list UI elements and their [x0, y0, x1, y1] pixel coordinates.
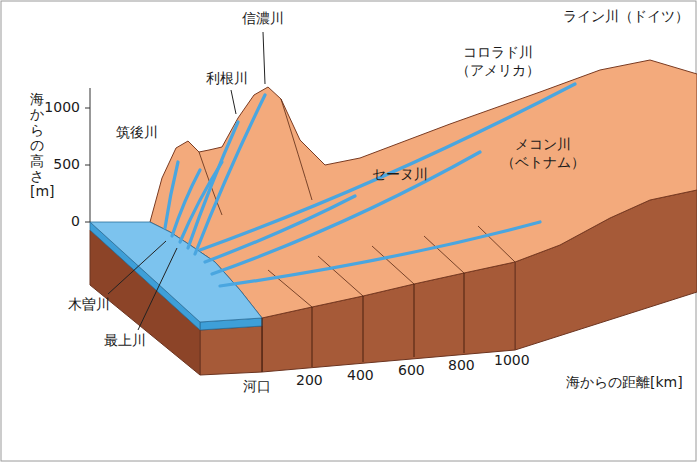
leader-lines — [108, 32, 265, 330]
river-name: ライン川（ドイツ） — [563, 8, 689, 26]
river-name: 木曽川 — [68, 296, 110, 314]
distance-label: 1000 — [494, 352, 530, 370]
distance-divisions — [262, 273, 464, 372]
distance-label: 600 — [398, 362, 425, 380]
river-name: 筑後川 — [116, 124, 158, 142]
river-name: セーヌ川 — [372, 166, 428, 184]
distance-label: 河口 — [243, 378, 271, 396]
river-name: メコン川 （ベトナム） — [495, 136, 590, 171]
river-line — [205, 196, 355, 262]
river-name: コロラド川 （アメリカ） — [450, 44, 545, 79]
land-surface — [150, 60, 697, 318]
height-axis — [85, 88, 90, 222]
river-line — [165, 162, 178, 228]
rivers — [165, 84, 575, 286]
river-line — [188, 122, 238, 248]
sea-front-face — [200, 326, 262, 375]
river-name: 利根川 — [206, 70, 248, 88]
river-line — [212, 152, 480, 274]
river-name: 信濃川 — [242, 10, 284, 28]
distance-label: 200 — [296, 372, 323, 390]
distance-label: 800 — [448, 357, 475, 375]
tick-label: 1000 — [40, 99, 80, 117]
river-name: 最上川 — [104, 332, 146, 350]
distance-label: 400 — [347, 367, 374, 385]
tick-label: 0 — [40, 213, 80, 231]
axis-title: 海からの距離[km] — [566, 374, 683, 392]
tick-label: 500 — [40, 156, 80, 174]
river-line — [220, 222, 540, 286]
axis-title: 海からの高さ[m] — [30, 92, 44, 200]
